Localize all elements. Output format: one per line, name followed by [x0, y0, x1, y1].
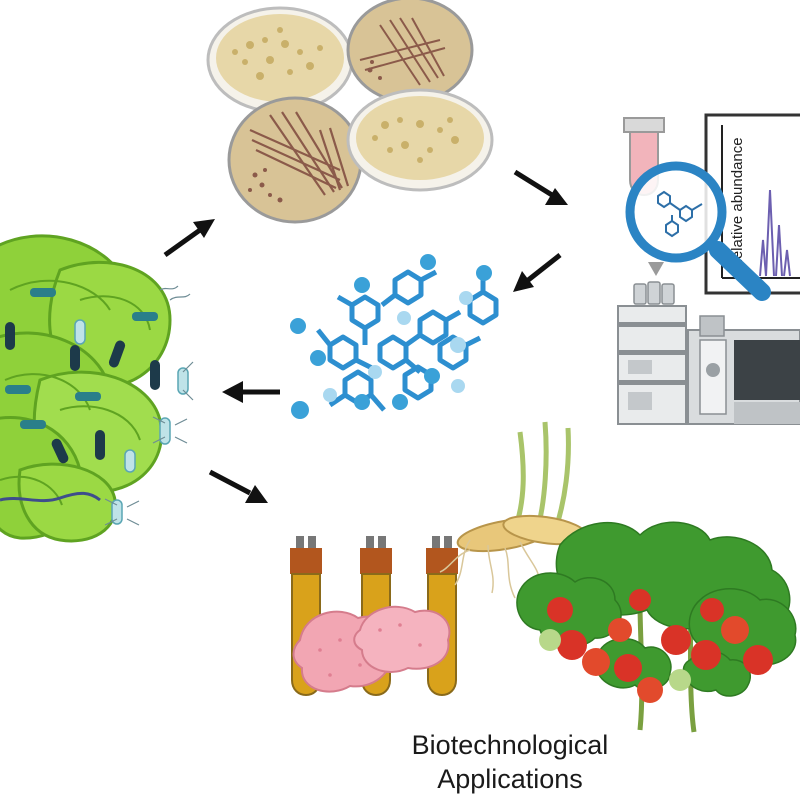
- caption-line-1: Biotechnological: [411, 730, 609, 760]
- metabolite-spheres: [290, 254, 492, 419]
- molecule-cloud: [290, 254, 499, 419]
- culture-tube-icon: [290, 536, 458, 696]
- arrow-to-petri: [163, 219, 215, 258]
- tomato-plant-icon: [516, 521, 797, 733]
- analysis-panel: Relative abundance: [617, 113, 800, 425]
- arrow-to-analysis: [513, 169, 568, 205]
- algae-bacteria-consortium-icon: [0, 234, 194, 543]
- arrow-to-applications: [208, 469, 268, 503]
- applications-cluster: [290, 421, 797, 733]
- applications-caption: Biotechnological Applications: [330, 728, 690, 796]
- seedling-icon: [439, 421, 588, 599]
- petri-dish-icon: [206, 0, 494, 224]
- lc-ms-instrument-icon: [617, 262, 800, 425]
- arrow-to-consortium: [222, 381, 280, 403]
- tomato-fruits: [539, 589, 773, 703]
- molecule-icon: [316, 269, 499, 412]
- magnifier-icon: [625, 161, 771, 301]
- caption-line-2: Applications: [437, 764, 583, 794]
- arrow-to-molecules: [513, 253, 562, 292]
- spectrum-axis-label: Relative abundance: [729, 137, 746, 270]
